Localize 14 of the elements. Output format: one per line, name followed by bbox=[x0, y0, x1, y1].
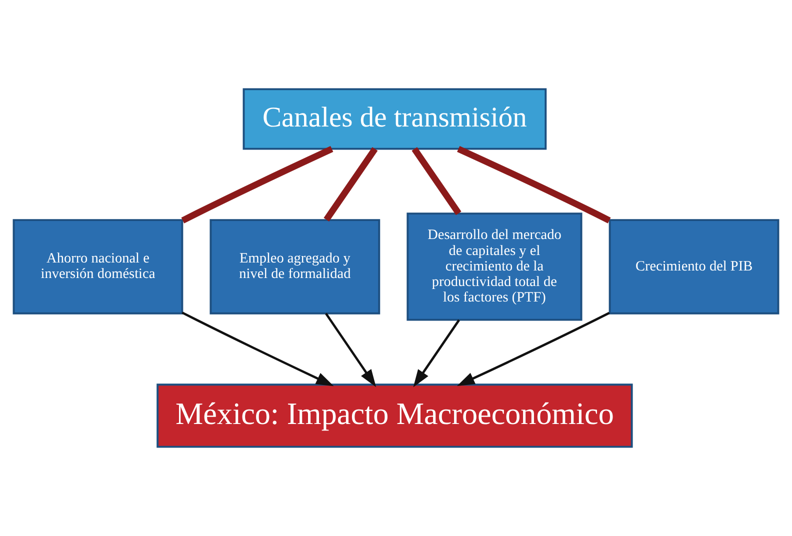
connector bbox=[412, 147, 462, 216]
node-box: Empleo agregado y nivel de formalidad bbox=[210, 219, 380, 314]
node-box: Canales de transmisión bbox=[242, 88, 547, 150]
node-box: Crecimiento del PIB bbox=[608, 219, 780, 314]
connector bbox=[457, 146, 611, 224]
node-box: Ahorro nacional e inversión doméstica bbox=[12, 219, 184, 314]
arrow bbox=[182, 312, 334, 386]
arrow bbox=[324, 312, 376, 388]
connector bbox=[181, 146, 334, 224]
arrow bbox=[456, 312, 610, 386]
node-box: Desarrollo del mercado de capitales y el crecimiento de la productividad total de los factores (PTF) bbox=[406, 212, 582, 321]
connector bbox=[324, 147, 378, 222]
arrow bbox=[413, 319, 460, 388]
node-box: México: Impacto Macroeconómico bbox=[156, 384, 633, 448]
